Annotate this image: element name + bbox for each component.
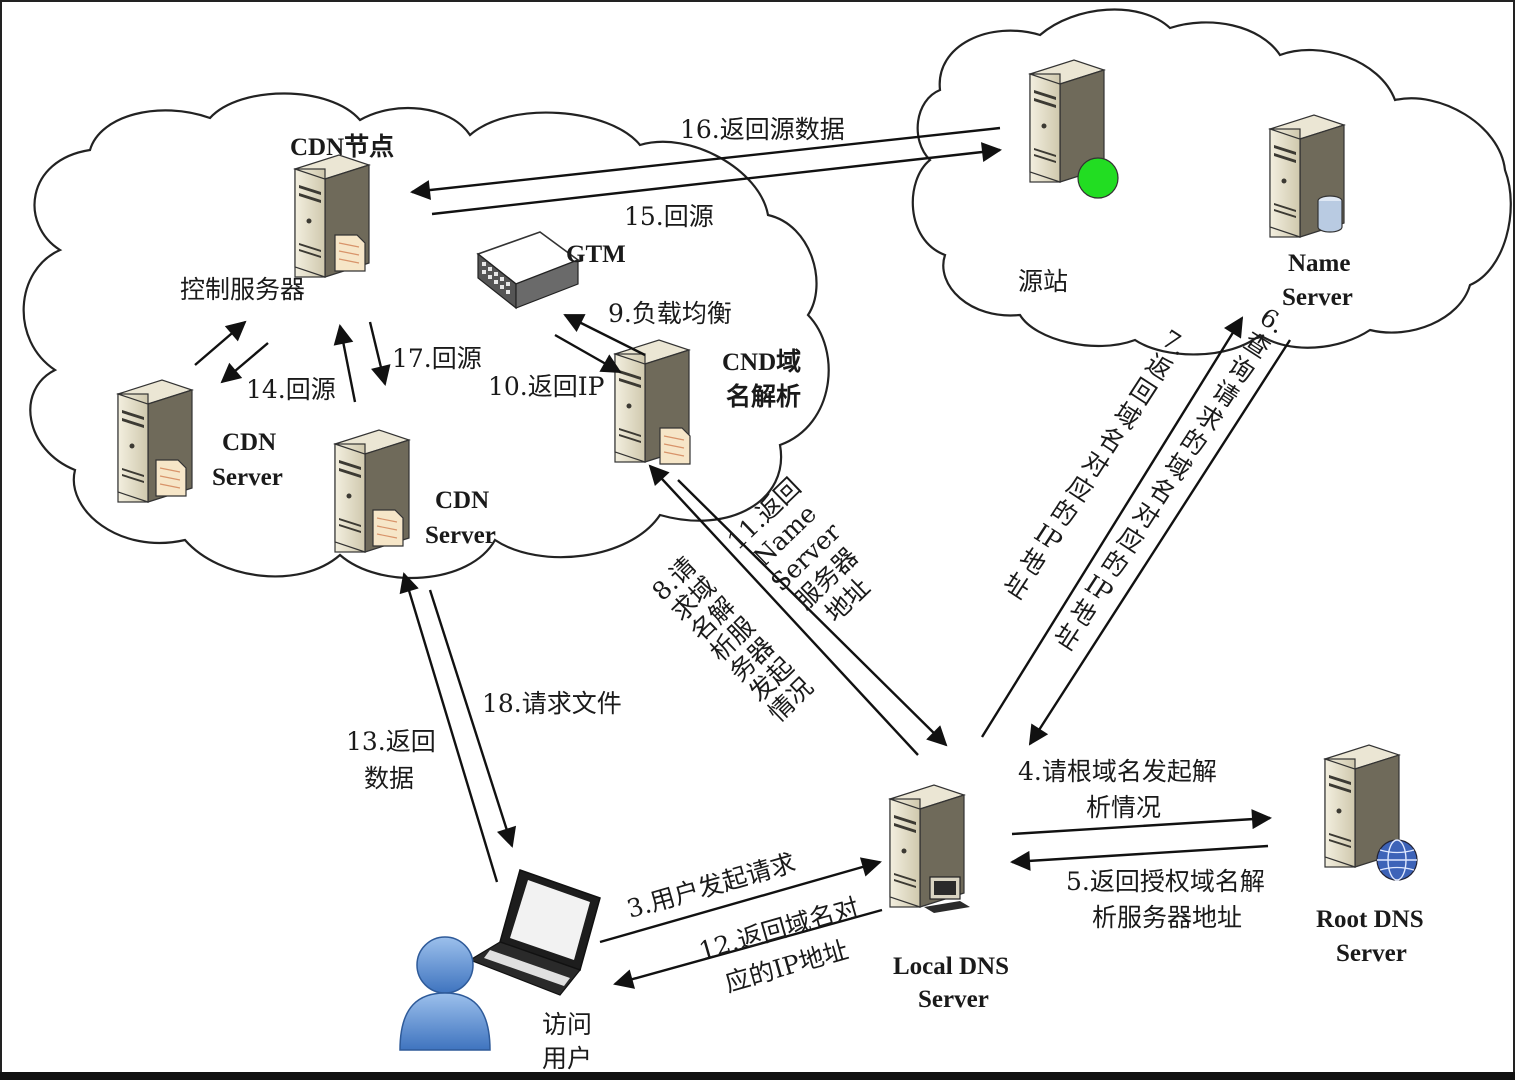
gtm-switch-icon <box>476 231 580 310</box>
arrow-8-request-dns <box>648 464 919 756</box>
arrow-control-up-a <box>194 320 247 366</box>
root-dns-label-2: Server <box>1336 940 1407 967</box>
local-dns-server-icon <box>889 784 970 913</box>
cnd-dns-server-icon <box>614 339 691 465</box>
cdn-server-b-label-1: CDN <box>435 487 489 514</box>
step-15-label: 15.回源 <box>624 202 714 231</box>
control-server-icon <box>294 154 370 278</box>
control-server-label: 控制服务器 <box>180 275 305 304</box>
origin-cloud <box>911 8 1512 356</box>
arrow-18-request-file <box>428 589 517 848</box>
origin-label: 源站 <box>1018 267 1068 296</box>
step-17-label: 17.回源 <box>392 344 482 373</box>
gtm-label: GTM <box>566 241 626 268</box>
name-server-icon <box>1269 114 1345 238</box>
cdn-cloud <box>22 92 830 580</box>
bottom-bar <box>0 1072 1515 1080</box>
arrow-11-return-name-server <box>677 479 948 747</box>
laptop-icon <box>468 869 601 996</box>
name-server-label-2: Server <box>1282 284 1353 311</box>
user-label-2: 用户 <box>542 1044 592 1073</box>
origin-status-dot <box>1077 157 1119 199</box>
cdn-server-b-label-2: Server <box>425 522 496 549</box>
step-4-label-1: 4.请根域名发起解 <box>1018 757 1217 786</box>
arrow-14-back-to-origin <box>220 342 269 384</box>
user-label-1: 访问 <box>542 1010 592 1039</box>
step-9-label: 9.负载均衡 <box>608 299 732 328</box>
name-server-label-1: Name <box>1288 250 1350 277</box>
step-5-label-2: 析服务器地址 <box>1092 903 1242 932</box>
workstation-icon <box>924 876 970 913</box>
local-dns-label-2: Server <box>918 986 989 1013</box>
user-icon <box>399 936 491 1051</box>
origin-server-icon <box>1029 59 1119 199</box>
local-dns-label-1: Local DNS <box>893 953 1009 980</box>
step-5-label-1: 5.返回授权域名解 <box>1066 867 1265 896</box>
arrow-9-load-balance <box>563 313 646 357</box>
step-14-label: 14.回源 <box>246 375 336 404</box>
arrow-control-up-b <box>333 324 357 403</box>
arrow-17-back-to-origin <box>368 321 391 386</box>
step-16-label: 16.返回源数据 <box>680 115 845 144</box>
arrow-12-return-ip <box>613 908 883 989</box>
step-13-label-2: 数据 <box>364 764 414 793</box>
arrow-7-return-ip <box>980 316 1244 738</box>
cdn-node-label: CDN节点 <box>290 132 394 161</box>
arrow-13-return-data <box>399 572 499 883</box>
arrow-4-query-root <box>1011 809 1272 836</box>
step-3-label: 3.用户发起请求 <box>624 848 799 924</box>
arrow-16-return-origin-data <box>410 126 1001 200</box>
cnd-dns-label-1: CND域 <box>722 348 801 376</box>
globe-icon <box>1376 839 1418 881</box>
root-dns-label-1: Root DNS <box>1316 906 1424 933</box>
step-10-label: 10.返回IP <box>488 372 604 401</box>
cdn-server-a-label-2: Server <box>212 464 283 491</box>
arrow-15-back-to-origin <box>431 142 1002 216</box>
cnd-dns-label-2: 名解析 <box>726 382 801 411</box>
database-icon <box>1317 195 1343 233</box>
arrow-5-return-auth <box>1010 844 1269 871</box>
cdn-server-a-label-1: CDN <box>222 429 276 456</box>
root-dns-server-icon <box>1324 744 1418 881</box>
cdn-server-b-icon <box>334 429 410 553</box>
step-13-label-1: 13.返回 <box>346 727 436 756</box>
step-4-label-2: 析情况 <box>1086 793 1161 822</box>
arrow-6-query-ip <box>1028 339 1292 746</box>
step-18-label: 18.请求文件 <box>482 689 622 718</box>
arrow-10-return-ip <box>554 333 622 374</box>
cdn-server-a-icon <box>117 379 193 503</box>
arrow-3-user-request <box>599 857 882 944</box>
